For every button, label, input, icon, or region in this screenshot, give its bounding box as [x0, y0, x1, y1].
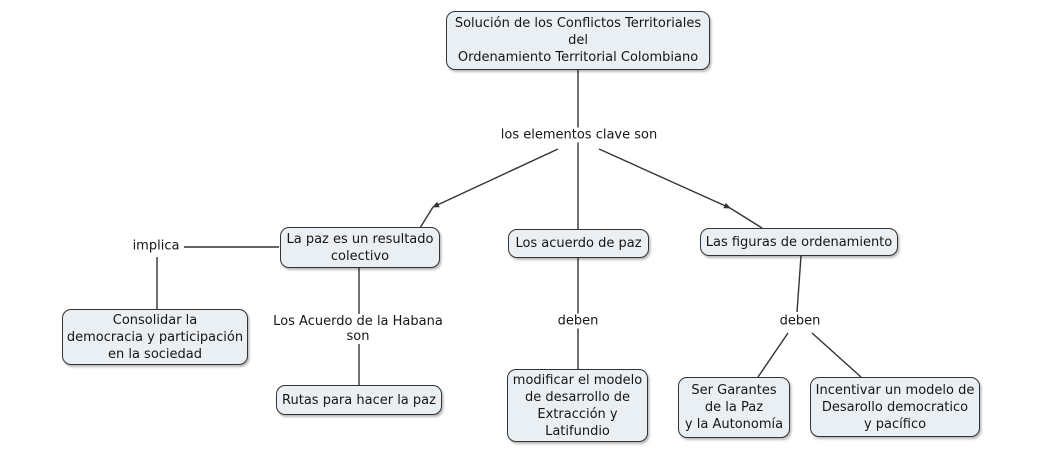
concept-node-label: Las figuras de ordenamiento — [705, 234, 893, 250]
concept-node-label: en la sociedad — [107, 346, 203, 362]
concept-node-label: Incentivar un modelo de — [815, 382, 975, 398]
link-label-text: Los Acuerdo de la Habana — [273, 314, 443, 329]
concept-node-label: Extracción y — [537, 406, 618, 422]
concept-node-label: y la Autonomía — [684, 417, 784, 432]
concept-node-label: modificar el modelo — [512, 372, 643, 388]
connector-line-elementos-to-figuras-b — [729, 207, 763, 229]
concept-node-label: Consolidar la — [112, 312, 198, 328]
connector-line-figuras-to-deben — [796, 255, 802, 313]
concept-node-label: Los acuerdo de paz — [515, 236, 642, 251]
concept-node-label: democracia y participación — [66, 329, 244, 345]
concept-node-label: Rutas para hacer la paz — [282, 392, 436, 408]
link-label-text: deben — [779, 313, 821, 329]
concept-node-label: de desarrollo de — [524, 389, 631, 405]
concept-node-label: Ser Garantes — [691, 383, 777, 398]
link-label-implica[interactable]: implica — [129, 238, 183, 254]
concept-node-acuerdos-de-paz[interactable]: Los acuerdo de paz — [508, 229, 649, 258]
connector-line-elementos-to-lapaz-b — [419, 206, 434, 229]
concept-node-rutas[interactable]: Rutas para hacer la paz — [276, 385, 442, 415]
connector-line-elementos-to-lapaz-a — [432, 148, 559, 208]
link-label-text: son — [346, 329, 370, 344]
link-label-deben-figuras[interactable]: deben — [776, 313, 824, 329]
link-label-deben-acuerdos[interactable]: deben — [554, 313, 602, 329]
connector-line-elementos-to-figuras-a — [598, 148, 731, 209]
link-label-text: deben — [557, 313, 599, 329]
concept-node-label: y pacífico — [863, 416, 927, 432]
concept-node-label: Latifundio — [545, 423, 610, 439]
connector-line-deben-to-incentivar — [811, 332, 862, 378]
link-label-text: los elementos clave son — [500, 127, 658, 143]
concept-node-garantes[interactable]: Ser Garantes de la Paz y la Autonomía — [678, 377, 790, 438]
concept-node-label: de la Paz — [704, 400, 764, 415]
concept-node-solucion[interactable]: Solución de los Conflictos Territoriales… — [446, 11, 710, 70]
concept-node-label: del — [568, 33, 588, 48]
concept-node-label: Solución de los Conflictos Territoriales — [454, 16, 702, 31]
concept-node-label: Ordenamiento Territorial Colombiano — [457, 50, 699, 65]
concept-node-label: colectivo — [330, 248, 390, 264]
link-label-elementos-clave[interactable]: los elementos clave son — [497, 127, 661, 143]
link-label-text: implica — [132, 238, 180, 254]
concept-node-label: La paz es un resultado — [286, 231, 434, 247]
concept-node-figuras-ordenamiento[interactable]: Las figuras de ordenamiento — [700, 228, 898, 256]
connector-line-deben-to-garantes — [757, 332, 789, 378]
concept-node-label: Desarollo democratico — [821, 399, 969, 415]
